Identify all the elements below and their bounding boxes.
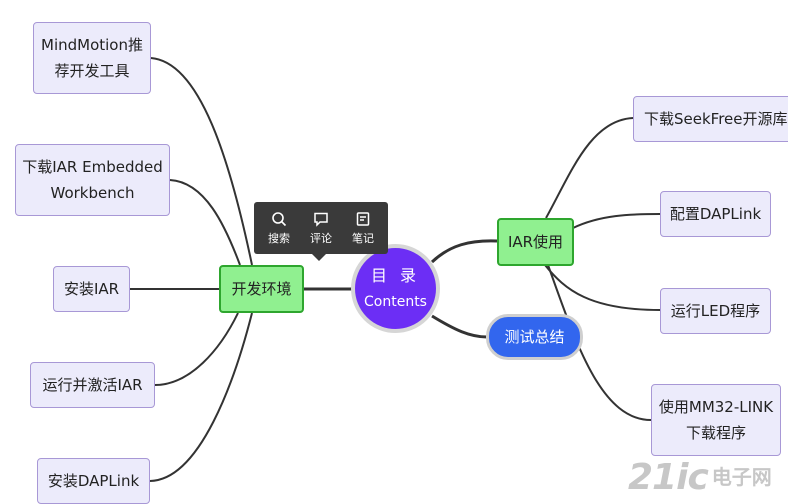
comment-icon: [314, 212, 328, 227]
branch-label: 开发环境: [231, 280, 292, 298]
node-label: 下载IAR Embedded: [22, 158, 163, 176]
node-run-led[interactable]: 运行LED程序: [660, 288, 771, 334]
edge-iar-r2: [572, 213, 661, 229]
root-title: 目 录: [370, 265, 421, 285]
node-config-daplink[interactable]: 配置DAPLink: [660, 191, 771, 237]
search-label: 搜索: [268, 231, 290, 245]
watermark-cn: 电子网: [711, 465, 772, 489]
branch-test-summary[interactable]: 测试总结: [486, 314, 583, 360]
node-label: 下载SeekFree开源库: [644, 110, 788, 128]
edge-dev-n5: [149, 312, 253, 482]
node-label: 安装DAPLink: [47, 472, 140, 490]
node-run-activate-iar[interactable]: 运行并激活IAR: [30, 362, 155, 408]
search-icon: [272, 211, 287, 226]
comment-label: 评论: [310, 231, 332, 245]
node-download-iar[interactable]: 下载IAR Embedded Workbench: [15, 144, 170, 216]
branch-label: IAR使用: [507, 233, 564, 251]
edge-iar-r4: [547, 264, 652, 421]
branch-dev-env[interactable]: 开发环境: [219, 265, 304, 313]
note-icon: [356, 211, 370, 226]
node-label: 荐开发工具: [54, 62, 130, 80]
node-install-iar[interactable]: 安装IAR: [53, 266, 130, 312]
node-label: Workbench: [50, 184, 135, 202]
note-label: 笔记: [352, 231, 374, 245]
node-label: 运行LED程序: [670, 302, 761, 320]
branch-label: 测试总结: [504, 328, 565, 346]
node-label: 安装IAR: [63, 280, 120, 298]
node-download-seekfree[interactable]: 下载SeekFree开源库: [633, 96, 788, 142]
context-toolbar: 搜索 评论 笔记: [254, 202, 388, 261]
branch-iar-use[interactable]: IAR使用: [497, 218, 574, 266]
edge-dev-n1: [150, 57, 253, 266]
search-button[interactable]: 搜索: [268, 211, 290, 246]
node-label: 下载程序: [685, 424, 746, 442]
node-label: 运行并激活IAR: [42, 376, 143, 394]
node-mindmotion-tools[interactable]: MindMotion推 荐开发工具: [33, 22, 151, 94]
edge-iar-r1: [545, 117, 634, 219]
node-install-daplink[interactable]: 安装DAPLink: [37, 458, 150, 504]
comment-button[interactable]: 评论: [310, 211, 332, 246]
edge-center-iar: [430, 239, 498, 264]
root-subtitle: Contents: [364, 293, 427, 310]
note-button[interactable]: 笔记: [352, 211, 374, 246]
node-label: MindMotion推: [41, 36, 143, 54]
node-label: 使用MM32-LINK: [658, 398, 774, 416]
edge-center-summary: [431, 314, 488, 339]
node-mm32-link-download[interactable]: 使用MM32-LINK 下载程序: [651, 384, 781, 456]
edge-dev-n4: [154, 312, 239, 386]
watermark-brand: 21ic: [628, 456, 709, 498]
edge-dev-n2: [169, 179, 241, 266]
watermark-logo: 21ic 电子网: [628, 454, 784, 500]
node-label: 配置DAPLink: [669, 205, 762, 223]
root-node-contents[interactable]: 目 录 Contents: [351, 244, 440, 333]
